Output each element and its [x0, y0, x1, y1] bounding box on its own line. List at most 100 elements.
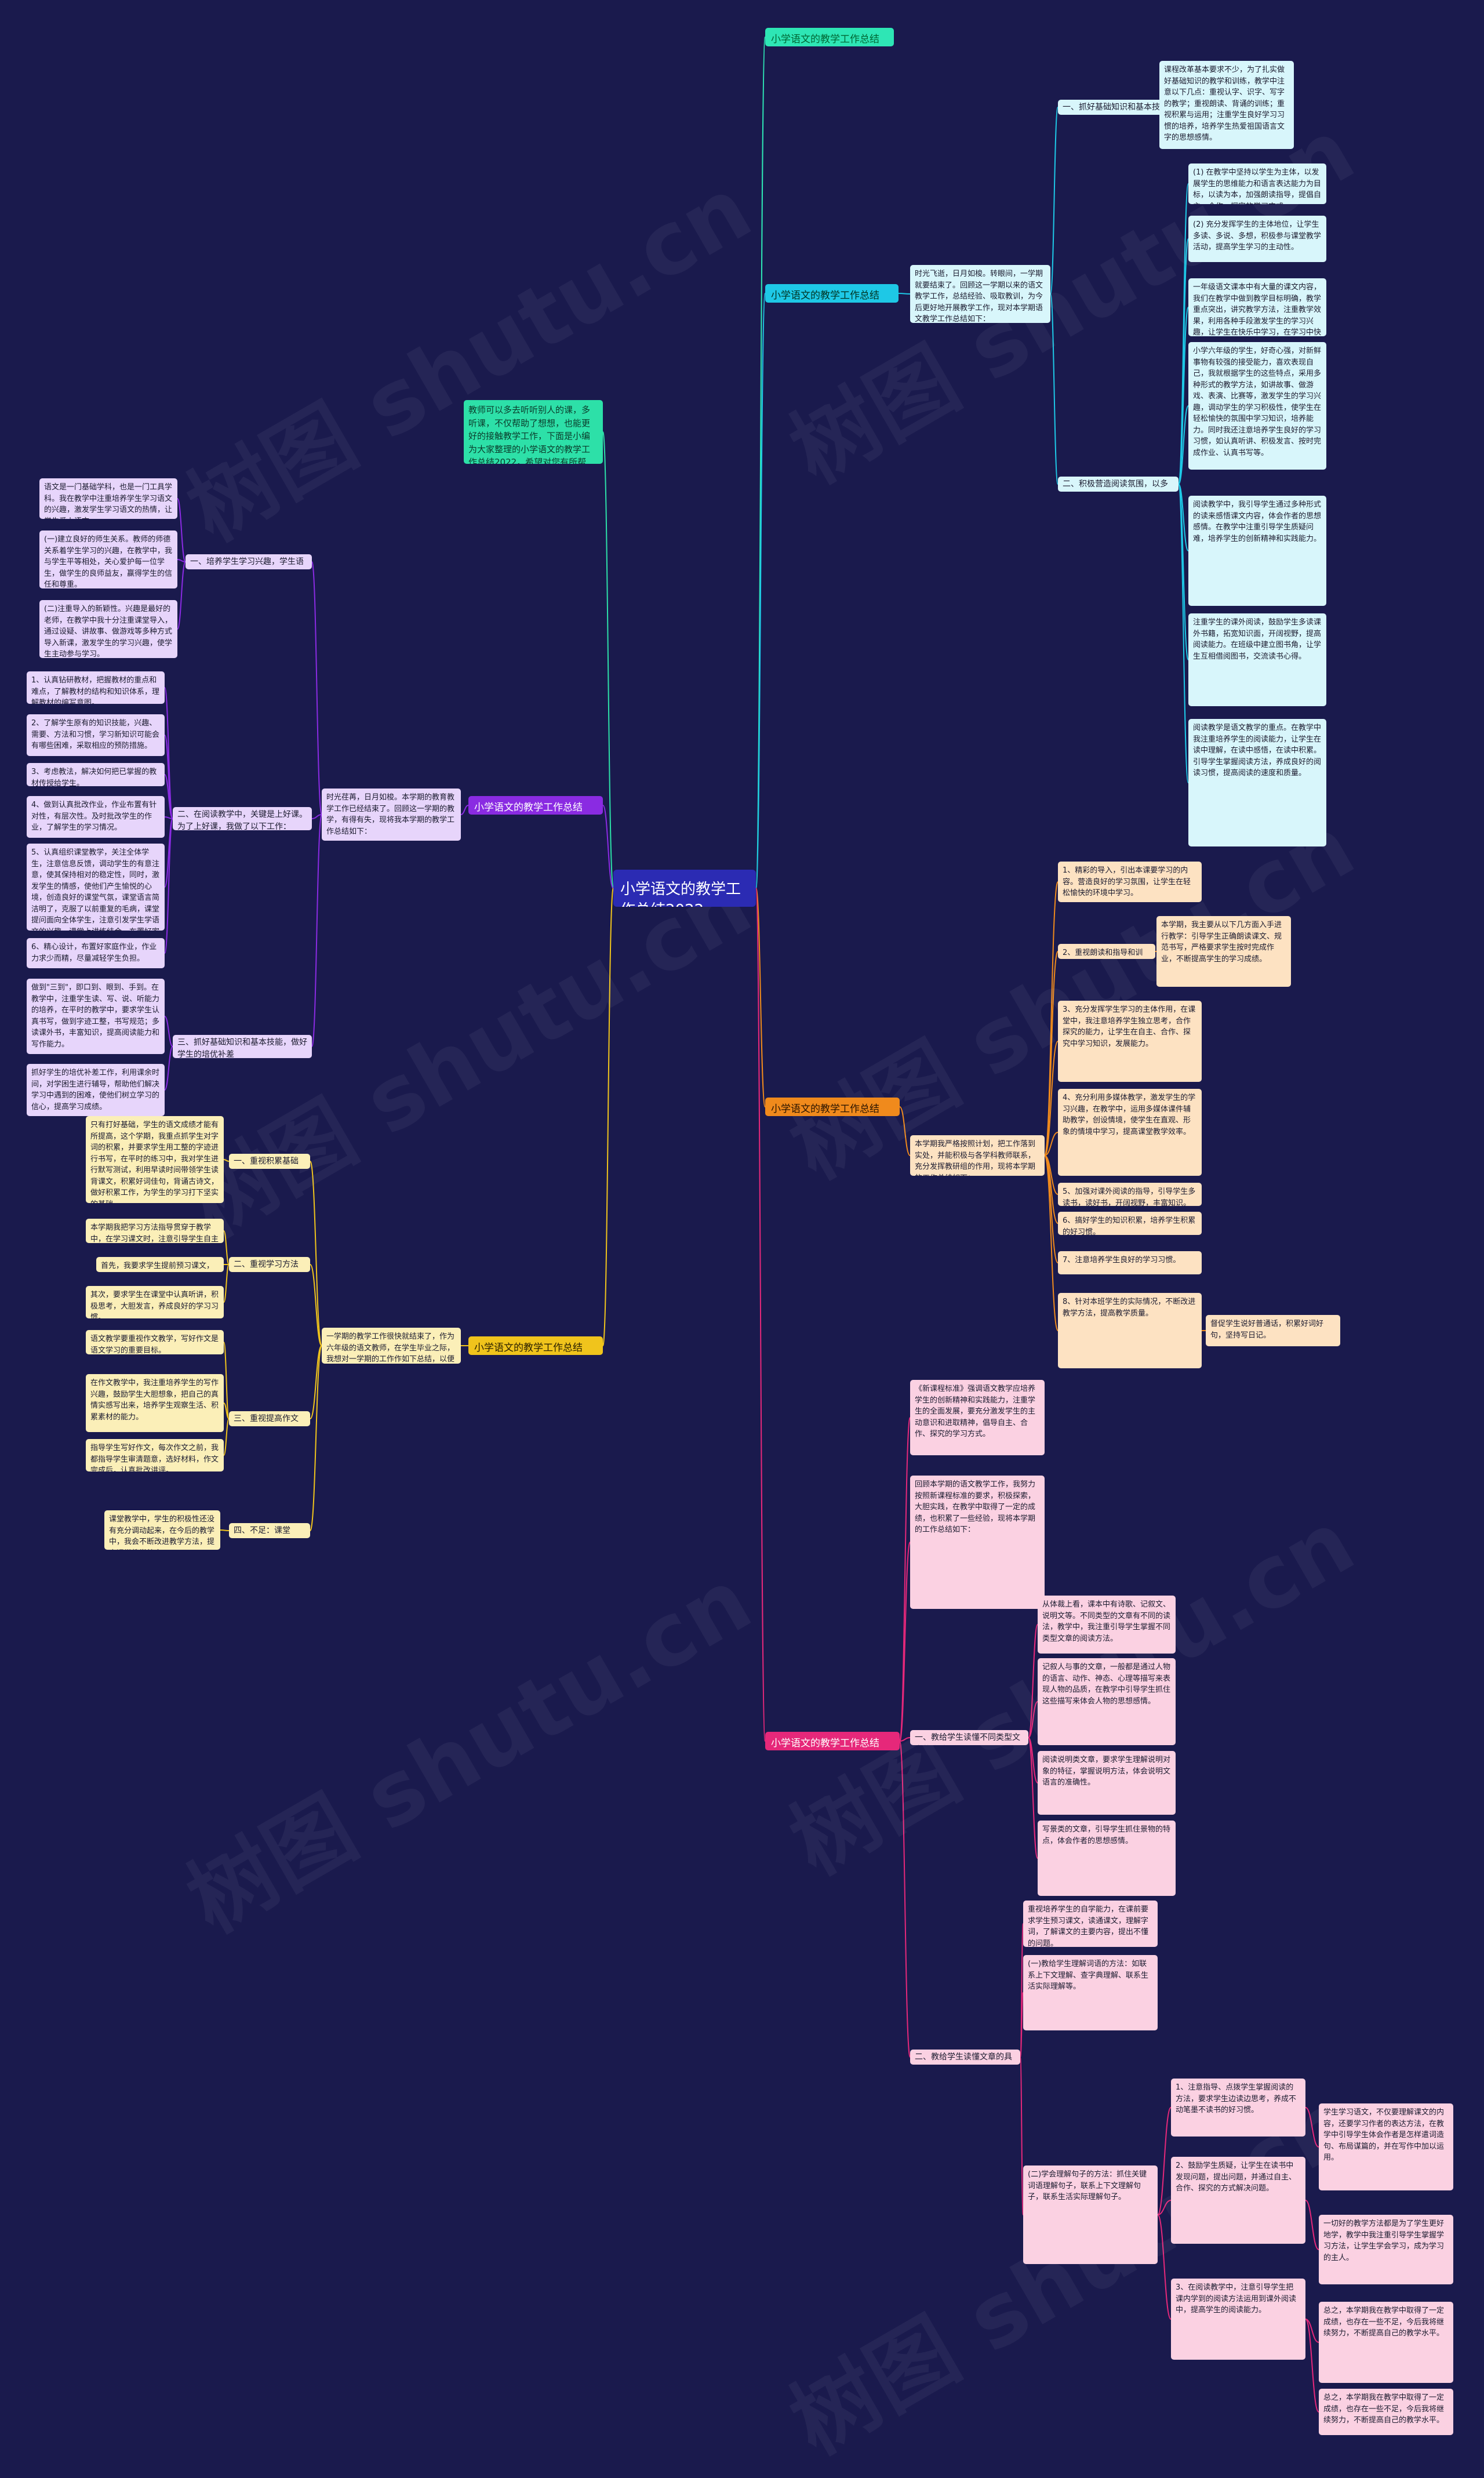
- branch-4-leaf: 2、重视朗读和指导和训练。: [1058, 944, 1155, 959]
- connector-line: [1178, 405, 1189, 485]
- connector-line: [1028, 1737, 1038, 1859]
- branch-4-leaf: 1、精彩的导入，引出本课要学习的内容。营造良好的学习氛围，让学生在轻松愉快的环境…: [1058, 862, 1202, 902]
- connector-line: [1050, 107, 1059, 295]
- branch-4-leaf: 8、针对本班学生的实际情况，不断改进教学方法，提高教学质量。: [1058, 1293, 1202, 1368]
- branch-5-leaf: 其次，要求学生在课堂中认真听讲，积极思考，大胆发言，养成良好的学习习惯。: [86, 1286, 224, 1318]
- branch-3-leaf: 6、精心设计，布置好家庭作业，作业力求少而精，尽量减轻学生负担。: [27, 938, 165, 968]
- branch-6-side-leaf: 学生学习语文，不仅要理解课文的内容，还要学习作者的表达方法，在教学中引导学生体会…: [1319, 2103, 1453, 2190]
- branch-1-title[interactable]: 小学语文的教学工作总结2022篇: [765, 28, 894, 46]
- branch-5-leaf: 首先，我要求学生提前预习课文，学会圈点批注。: [96, 1257, 224, 1272]
- branch-5-leaf: 课堂教学中，学生的积极性还没有充分调动起来，在今后的教学中，我会不断改进教学方法…: [104, 1510, 220, 1550]
- connector-line: [223, 1418, 230, 1456]
- connector-line: [177, 561, 186, 630]
- connector-line: [899, 1737, 911, 1742]
- connector-line: [755, 888, 766, 1742]
- branch-3-sub-interest[interactable]: 一、培养学生学习兴趣，学生语文素养。: [186, 554, 312, 569]
- connector-line: [1157, 2214, 1172, 2320]
- branch-5-leaf: 本学期我把学习方法指导贯穿于教学中，在学习课文时，注意引导学生自主学习。: [86, 1219, 224, 1243]
- connector-line: [899, 1417, 911, 1742]
- connector-line: [164, 1016, 173, 1047]
- connector-line: [1044, 1155, 1059, 1331]
- branch-3-leaf: 1、认真钻研教材，把握教材的重点和难点，了解教材的结构和知识体系，理解教材的编写…: [27, 671, 165, 704]
- connector-line: [310, 1264, 322, 1346]
- connector-line: [1305, 2200, 1319, 2250]
- branch-4-leaf: 4、充分利用多媒体教学，激发学生的学习兴趣，在教学中，运用多媒体课件辅助教学，创…: [1058, 1089, 1202, 1176]
- connector-line: [311, 561, 322, 815]
- connector-line: [311, 814, 322, 819]
- branch-5-leaf: 语文教学要重视作文教学，写好作文是语文学习的重要目标。: [86, 1330, 224, 1354]
- connector-line: [1305, 2107, 1319, 2148]
- branch-5-leaf: 只有打好基础，学生的语文成绩才能有所提高，这个学期，我重点抓学生对字词的积累，并…: [86, 1116, 224, 1203]
- branch-6-sub-types[interactable]: 一、教给学生读懂不同类型文章的方法: [910, 1730, 1028, 1745]
- branch-6-leaf: 从体裁上看，课本中有诗歌、记叙文、说明文等。不同类型的文章有不同的读法，教学中，…: [1038, 1596, 1176, 1654]
- branch-6-summary: 《新课程标准》强调语文教学应培养学生的创新精神和实践能力，注重学生的全面发展，要…: [910, 1380, 1045, 1455]
- branch-5-sub-methods[interactable]: 二、重视学习方法指导。: [229, 1257, 310, 1272]
- root-topic[interactable]: 小学语文的教学工作总结2022: [613, 870, 756, 907]
- connector-line: [1178, 307, 1189, 485]
- branch-2-leaf: 小学六年级的学生，好奇心强，对新鲜事物有较强的接受能力，喜欢表现自己，我就根据学…: [1188, 342, 1326, 470]
- connector-line: [223, 1342, 230, 1419]
- connector-line: [602, 888, 614, 1346]
- connector-line: [164, 816, 173, 819]
- connector-line: [310, 1161, 322, 1346]
- connector-line: [164, 1046, 173, 1091]
- connector-line: [602, 805, 614, 889]
- branch-4-leaf: 3、充分发挥学生学习的主体作用，在课堂中，我注意培养学生独立思考，合作探究的能力…: [1058, 1001, 1202, 1082]
- connector-line: [310, 1345, 322, 1531]
- branch-2-sub-reading[interactable]: 二、积极营造阅读氛围，以多元化的手段，以及上好课。: [1058, 477, 1179, 492]
- intro-text[interactable]: 教师可以多去听听别人的课，多听课，不仅帮助了想想，也能更好的接触教学工作，下面是…: [464, 400, 603, 464]
- branch-6-leaf: 阅读说明类文章，要求学生理解说明对象的特征，掌握说明方法，体会说明文语言的准确性…: [1038, 1751, 1176, 1815]
- branch-3-leaf: (二)注重导入的新颖性。兴趣是最好的老师，在教学中我十分注重课堂导入，通过设疑、…: [39, 600, 177, 658]
- branch-6-sub-methods[interactable]: 二、教给学生读懂文章的具体方法: [910, 2050, 1020, 2065]
- connector-line: [1178, 484, 1189, 783]
- branch-4-leaf: 6、搞好学生的知识积累，培养学生积累的好习惯。: [1058, 1212, 1202, 1235]
- branch-3-leaf: (一)建立良好的师生关系。教师的师德关系着学生学习的兴趣，在教学中，我与学生平等…: [39, 531, 177, 588]
- branch-6-leaf: (一)教给学生理解词语的方法：如联系上下文理解、查字典理解、联系生活实际理解等。: [1023, 1955, 1158, 2030]
- connector-line: [1157, 2200, 1172, 2215]
- branch-2-summary: 时光飞逝，日月如梭。转眼间，一学期就要结束了。回顾这一学期以来的语文教学工作，总…: [910, 265, 1050, 323]
- branch-4-extra-leaf: 本学期，我主要从以下几方面入手进行教学：引导学生正确朗读课文、规范书写，严格要求…: [1156, 916, 1291, 987]
- connector-line: [164, 774, 173, 819]
- branch-6-title[interactable]: 小学语文的教学工作总结2022篇5: [765, 1732, 900, 1750]
- branch-5-title[interactable]: 小学语文的教学工作总结2022篇4: [468, 1336, 603, 1355]
- branch-6-leaf: 记叙人与事的文章，一般都是通过人物的语言、动作、神态、心理等描写来表现人物的品质…: [1038, 1658, 1176, 1745]
- branch-6-deep-leaf: 2、鼓励学生质疑，让学生在读书中发现问题，提出问题，并通过自主、合作、探究的方式…: [1171, 2157, 1305, 2244]
- branch-2-title[interactable]: 小学语文的教学工作总结2022篇1: [765, 284, 899, 303]
- branch-4-leaf: 5、加强对课外阅读的指导，引导学生多读书，读好书，开阔视野，丰富知识。: [1058, 1183, 1202, 1206]
- branch-6-leaf: 重视培养学生的自学能力，在课前要求学生预习课文，读通课文，理解字词，了解课文的主…: [1023, 1901, 1158, 1947]
- branch-6-summary-2: 回顾本学期的语文教学工作，我努力按照新课程标准的要求，积极探索，大胆实践，在教学…: [910, 1476, 1045, 1609]
- branch-2-sub-basics[interactable]: 一、抓好基础知识和基本技能: [1058, 100, 1168, 115]
- connector-line: [755, 37, 766, 889]
- branch-4-leaf: 7、注意培养学生良好的学习习惯。: [1058, 1251, 1202, 1274]
- branch-4-extra-leaf: 督促学生说好普通话，积累好词好句，坚持写日记。: [1206, 1315, 1340, 1346]
- branch-3-title[interactable]: 小学语文的教学工作总结2022篇2: [468, 796, 603, 815]
- branch-3-sub-lessons[interactable]: 二、在阅读教学中，关键是上好课。为了上好课，我做了以下工作：: [173, 807, 312, 830]
- branch-3-sub-basics[interactable]: 三、抓好基础知识和基本技能，做好学生的培优补差: [173, 1035, 312, 1058]
- branch-3-leaf: 语文是一门基础学科，也是一门工具学科。我在教学中注重培养学生学习语文的兴趣，激发…: [39, 478, 177, 519]
- branch-3-leaf: 2、了解学生原有的知识技能，兴趣、需要、方法和习惯，学习新知识可能会有哪些困难，…: [27, 714, 165, 756]
- connector-line: [220, 1529, 230, 1531]
- branch-6-side-leaf: 总之，本学期我在教学中取得了一定成绩，也存在一些不足，今后我将继续努力，不断提高…: [1319, 2389, 1453, 2435]
- connector-line: [602, 431, 614, 889]
- connector-line: [1020, 2056, 1024, 2215]
- branch-6-side-leaf: 总之，本学期我在教学中取得了一定成绩，也存在一些不足，今后我将继续努力，不断提高…: [1319, 2302, 1453, 2383]
- branch-2-leaf: 课程改革基本要求不少，为了扎实做好基础知识的教学和训练，教学中注意以下几点：重视…: [1159, 61, 1294, 149]
- branch-2-leaf: 一年级语文课本中有大量的课文内容，我们在教学中做到教学目标明确，教学重点突出，讲…: [1188, 278, 1326, 336]
- connector-line: [755, 293, 766, 889]
- branch-4-title[interactable]: 小学语文的教学工作总结2022篇3: [765, 1098, 900, 1116]
- branch-2-leaf: (2) 充分发挥学生的主体地位，让学生多读、多说、多想，积极参与课堂教学活动，提…: [1188, 216, 1326, 262]
- branch-5-sub-shortcomings[interactable]: 四、不足：课堂: [229, 1523, 310, 1538]
- connector-line: [223, 1159, 230, 1162]
- connector-line: [1157, 2107, 1172, 2215]
- branch-3-leaf: 5、认真组织课堂教学，关注全体学生，注意信息反馈，调动学生的有意注意，使其保持相…: [27, 844, 165, 931]
- branch-5-sub-writing[interactable]: 三、重视提高作文水平。: [229, 1411, 310, 1426]
- connector-line: [899, 1106, 911, 1156]
- branch-2-leaf: 阅读教学中，我引导学生通过多种形式的读来感悟课文内容，体会作者的思想感情。在教学…: [1188, 496, 1326, 606]
- connector-line: [1044, 951, 1059, 1156]
- branch-2-leaf: 注重学生的课外阅读，鼓励学生多读课外书籍，拓宽知识面，开阔视野，提高阅读能力。在…: [1188, 613, 1326, 706]
- connector-line: [899, 1542, 911, 1742]
- branch-5-sub-basics[interactable]: 一、重视积累基础知识。: [229, 1154, 310, 1169]
- branch-6-deep-leaf: 3、在阅读教学中，注意引导学生把课内学到的阅读方法运用到课外阅读中，提高学生的阅…: [1171, 2279, 1305, 2360]
- connector-line: [1178, 484, 1189, 551]
- connector-line: [1044, 881, 1059, 1156]
